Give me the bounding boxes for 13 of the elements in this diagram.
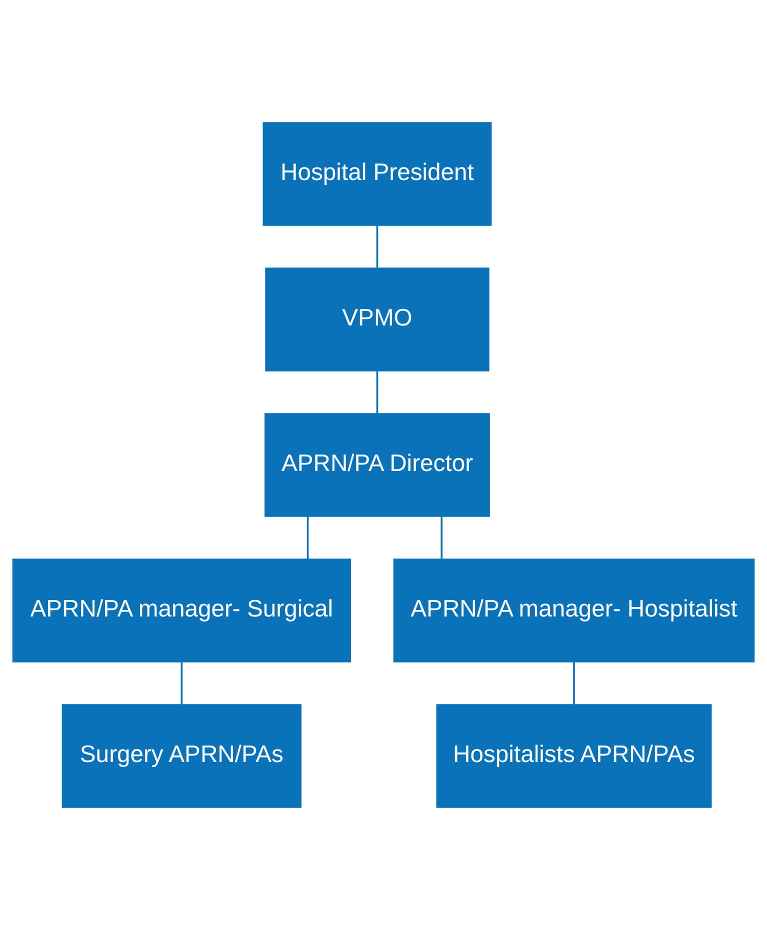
node-box: Surgery APRN/PAs: [62, 704, 302, 808]
node-box: Hospitalists APRN/PAs: [436, 704, 712, 808]
node-box: APRN/PA manager- Surgical: [12, 558, 351, 662]
node-box: VPMO: [265, 268, 490, 372]
node-box: Hospital President: [262, 122, 492, 226]
node-box: APRN/PA Director: [264, 413, 490, 517]
connector: [180, 662, 183, 705]
node-box: APRN/PA manager- Hospitalist: [393, 558, 755, 662]
connector: [376, 370, 378, 414]
connector: [573, 662, 575, 705]
connector: [306, 516, 309, 560]
connector: [376, 225, 378, 268]
connector: [440, 516, 443, 560]
